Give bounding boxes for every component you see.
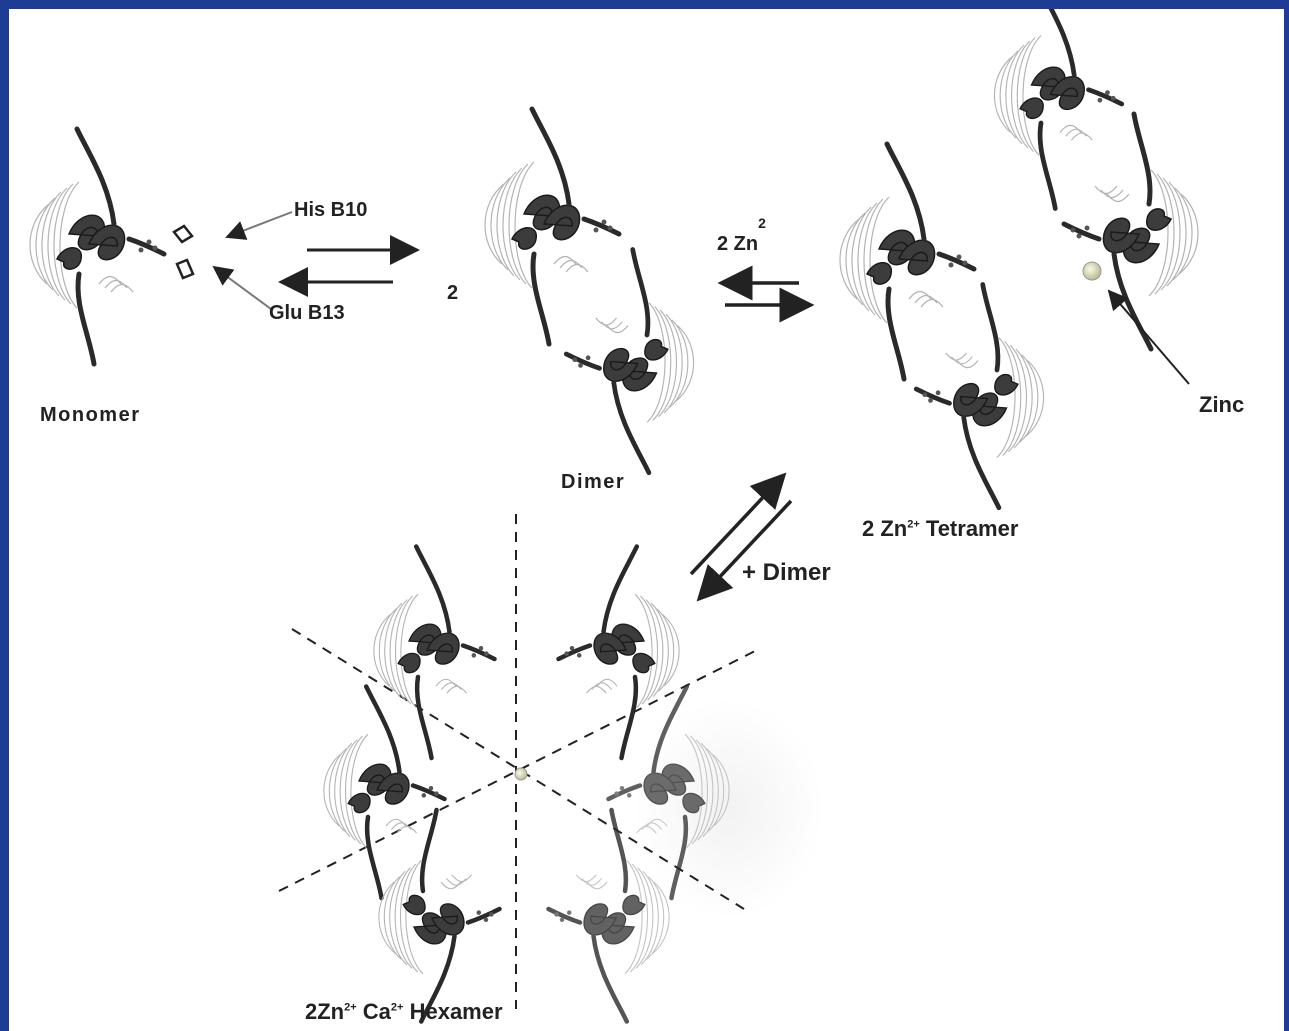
insulin-assembly-diagram [9,9,1284,1031]
hexamer-name-text: Hexamer [403,999,502,1024]
zinc-ion [1083,262,1101,280]
zinc-equivalents-superscript: 2 [758,215,766,231]
hexamer-ca-text: Ca [357,999,391,1024]
figure-frame: His B10 Glu B13 2 Monomer Dimer 2 Zn2 Zi… [9,9,1284,1031]
zinc-label: Zinc [1199,392,1244,418]
zinc-equivalents-label: 2 Zn2 [717,233,766,256]
hexamer-zn-superscript: 2+ [344,1002,357,1014]
his-b10-label: His B10 [294,199,367,222]
hexamer-ca-superscript: 2+ [391,1002,404,1014]
tetramer-structure [840,9,1198,508]
zinc-equivalents-text: 2 Zn [717,233,758,255]
glu-b13-label: Glu B13 [269,302,345,325]
hexamer-zn-text: 2Zn [305,999,344,1024]
dimer-label: Dimer [561,471,625,494]
zinc-pointer [1109,291,1189,384]
dimer-structure [485,109,694,473]
tetramer-zn-superscript: 2+ [907,519,920,531]
tetramer-label: 2 Zn2+ Tetramer [862,516,1018,542]
his-b10-pointer [227,212,292,237]
monomer-label: Monomer [40,404,141,427]
hexamer-structure [279,514,824,1022]
monomer-structure [30,129,193,364]
tetramer-zn-text: 2 Zn [862,516,907,541]
tetramer-name-text: Tetramer [920,516,1019,541]
hexamer-label: 2Zn2+ Ca2+ Hexamer [305,999,503,1025]
glu-b13-pointer [214,267,271,309]
plus-dimer-label: + Dimer [742,559,831,587]
stoichiometry-label: 2 [447,282,458,305]
